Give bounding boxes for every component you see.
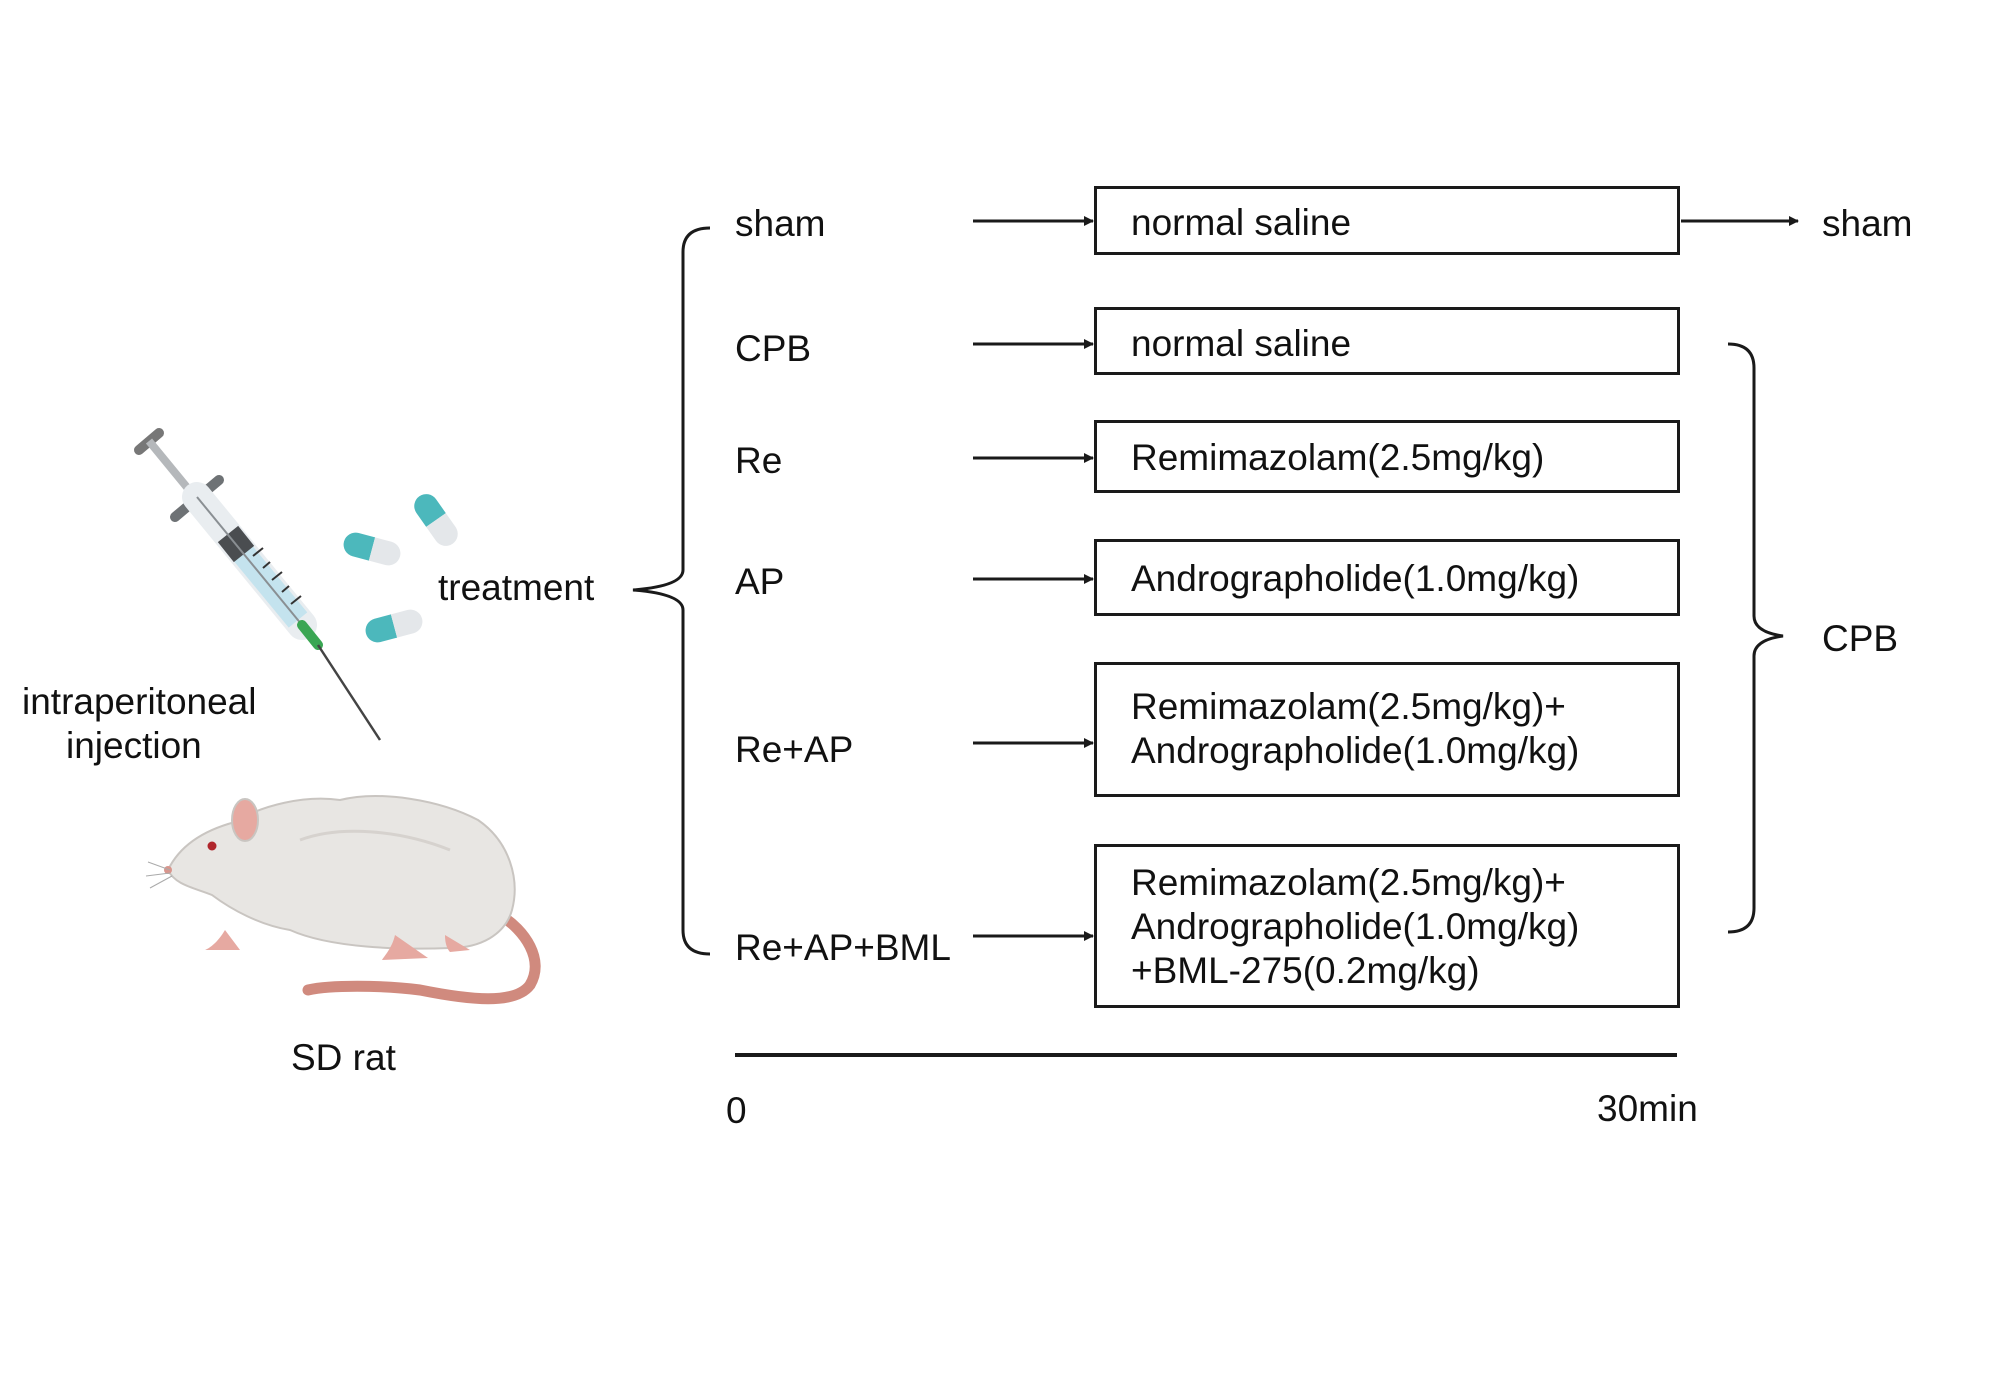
treatment-text: Remimazolam(2.5mg/kg) [1131,437,1545,478]
group-brace [632,226,711,956]
timeline-end-label: 30min [1597,1088,1698,1129]
outcome-label-sham: sham [1822,203,1913,244]
outcome-label-cpb: CPB [1822,618,1899,659]
cpb-brace [1727,342,1784,934]
treatment-box-ap: Andrographolide(1.0mg/kg) [1094,539,1680,616]
treatment-text: Andrographolide(1.0mg/kg) [1131,558,1580,599]
treatment-box-re-ap-bml: Remimazolam(2.5mg/kg)+ Andrographolide(1… [1094,844,1680,1008]
treatment-text: Andrographolide(1.0mg/kg) [1131,730,1580,771]
treatment-box-re-ap: Remimazolam(2.5mg/kg)+ Andrographolide(1… [1094,662,1680,797]
group-label-ap: AP [735,561,785,602]
group-label-re: Re [735,440,783,481]
treatment-text: normal saline [1131,202,1352,243]
timeline-start-label: 0 [726,1090,747,1131]
treatment-text: +BML-275(0.2mg/kg) [1131,950,1480,991]
capsule-icon [343,532,401,566]
capsule-icon [365,609,423,643]
capsule-icon [414,494,458,546]
treatment-text: Remimazolam(2.5mg/kg)+ [1131,862,1566,903]
group-label-re-ap: Re+AP [735,729,854,770]
rat-icon [145,795,541,1005]
treatment-text: Andrographolide(1.0mg/kg) [1131,906,1580,947]
injection-label-line1: intraperitoneal [22,681,257,722]
treatment-box-re: Remimazolam(2.5mg/kg) [1094,420,1680,493]
group-label-sham: sham [735,203,826,244]
injection-label-line2: injection [66,725,202,766]
treatment-box-cpb: normal saline [1094,307,1680,375]
syringe-icon [134,428,382,741]
animal-label: SD rat [291,1037,396,1078]
group-label-cpb: CPB [735,328,812,369]
treatment-text: Remimazolam(2.5mg/kg)+ [1131,686,1566,727]
group-label-re-ap-bml: Re+AP+BML [735,927,951,968]
treatment-box-sham: normal saline [1094,186,1680,255]
treatment-label: treatment [438,567,595,608]
treatment-text: normal saline [1131,323,1352,364]
